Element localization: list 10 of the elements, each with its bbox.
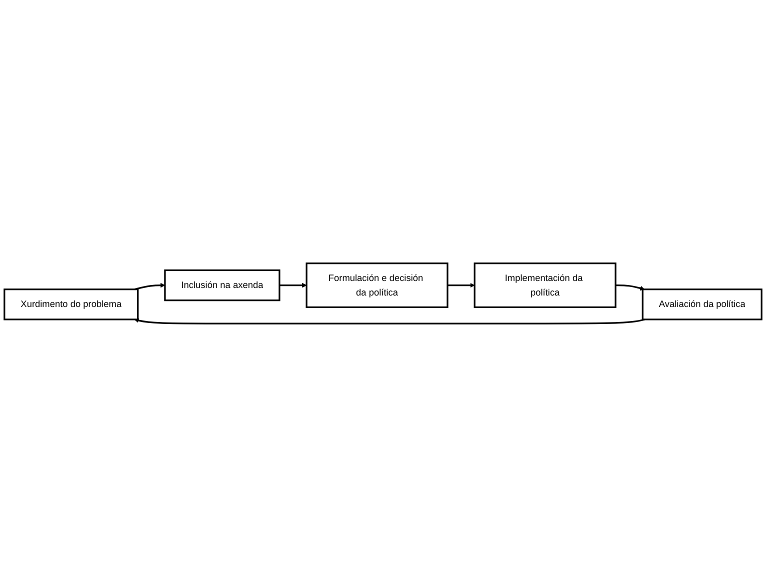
arrow <box>448 282 475 288</box>
arrow <box>616 284 645 291</box>
arrow <box>134 282 166 290</box>
node-box: Xurdimento do problema <box>4 288 139 320</box>
node-box: Inclusión na axenda <box>164 270 280 302</box>
arrow <box>134 318 645 324</box>
node-box: Formulación e decisión da política <box>306 262 448 308</box>
node-box: Avaliación da política <box>642 288 762 320</box>
arrow <box>279 282 307 288</box>
node-box: Implementación da política <box>474 262 616 308</box>
